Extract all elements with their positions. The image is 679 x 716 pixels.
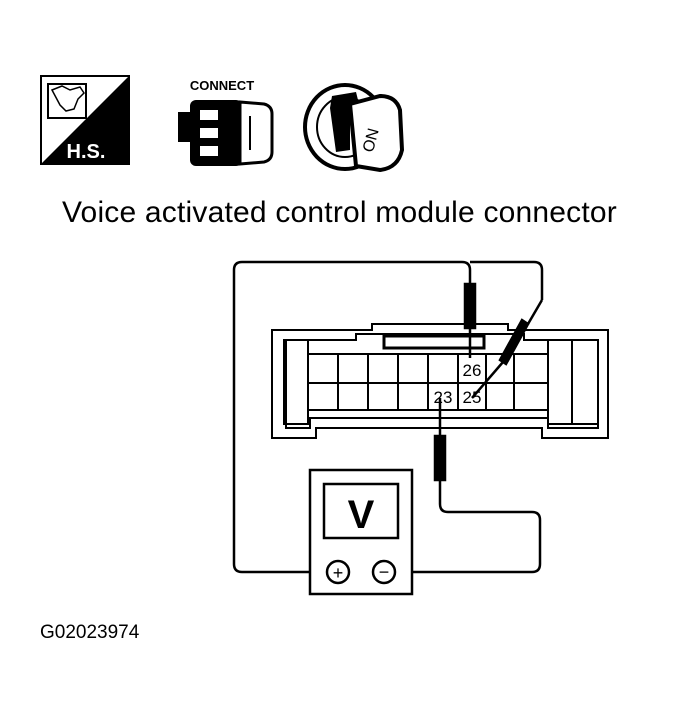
wiring-diagram: 26 23 25 V + − xyxy=(232,260,609,596)
procedure-icons: H.S. CONNECT ON xyxy=(40,75,405,173)
voltmeter-unit: V xyxy=(348,493,375,537)
jumper-test-lead xyxy=(470,260,544,399)
terminal-grid xyxy=(308,353,548,411)
harness-service-icon: H.S. xyxy=(40,75,130,165)
hs-label: H.S. xyxy=(67,141,106,163)
positive-test-lead xyxy=(232,260,477,574)
ignition-on-icon: ON xyxy=(303,83,405,173)
negative-test-lead xyxy=(394,398,542,574)
negative-terminal xyxy=(371,559,397,585)
connect-label: CONNECT xyxy=(190,78,254,93)
ignition-on-label: ON xyxy=(360,127,383,155)
positive-symbol: + xyxy=(333,563,344,583)
voltmeter: V + − xyxy=(308,468,414,596)
terminal-23-label: 23 xyxy=(434,388,453,407)
figure-id: G02023974 xyxy=(40,622,140,643)
terminal-26-label: 26 xyxy=(463,361,482,380)
connect-icon: CONNECT xyxy=(178,78,274,166)
diagram-title: Voice activated control module connector xyxy=(62,196,617,229)
negative-symbol: − xyxy=(379,562,390,582)
positive-terminal xyxy=(325,559,351,585)
